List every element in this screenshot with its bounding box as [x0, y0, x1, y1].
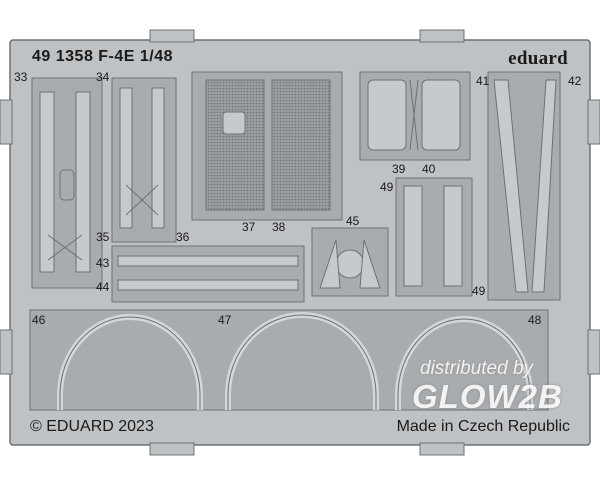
part-number-46: 46	[32, 313, 46, 327]
part-46-47-48	[29, 309, 549, 411]
watermark-glow2b-logo: GLOW2B	[412, 378, 563, 415]
part-number-38: 38	[272, 220, 286, 234]
part-number-39: 39	[392, 162, 406, 176]
part-37-38	[191, 71, 343, 221]
part-45	[311, 227, 389, 297]
part-number-43: 43	[96, 256, 110, 270]
part-41-42	[487, 71, 561, 301]
part-number-48: 48	[528, 313, 542, 327]
part-number-47: 47	[218, 313, 232, 327]
part-number-36: 36	[176, 230, 190, 244]
part-number-49-bottom: 49	[472, 284, 486, 298]
part-number-37: 37	[242, 220, 256, 234]
part-number-35: 35	[96, 230, 110, 244]
part-number-42: 42	[568, 74, 582, 88]
copyright-text: © EDUARD 2023	[30, 418, 154, 435]
part-number-49-top: 49	[380, 180, 394, 194]
watermark-distributed-by: distributed by	[420, 358, 534, 379]
part-34-36	[111, 77, 177, 243]
product-code: 49 1358 F-4E 1/48	[32, 48, 174, 65]
part-number-44: 44	[96, 280, 110, 294]
part-number-41: 41	[476, 74, 490, 88]
part-43-44	[111, 245, 305, 303]
part-number-34: 34	[96, 70, 110, 84]
origin-text: Made in Czech Republic	[396, 418, 570, 435]
part-49-clips	[395, 177, 473, 297]
part-number-33: 33	[14, 70, 28, 84]
part-33-35	[31, 77, 103, 289]
part-number-40: 40	[422, 162, 436, 176]
brand-logo-text: eduard	[508, 48, 568, 69]
part-39-40	[359, 71, 471, 161]
part-number-45: 45	[346, 214, 360, 228]
